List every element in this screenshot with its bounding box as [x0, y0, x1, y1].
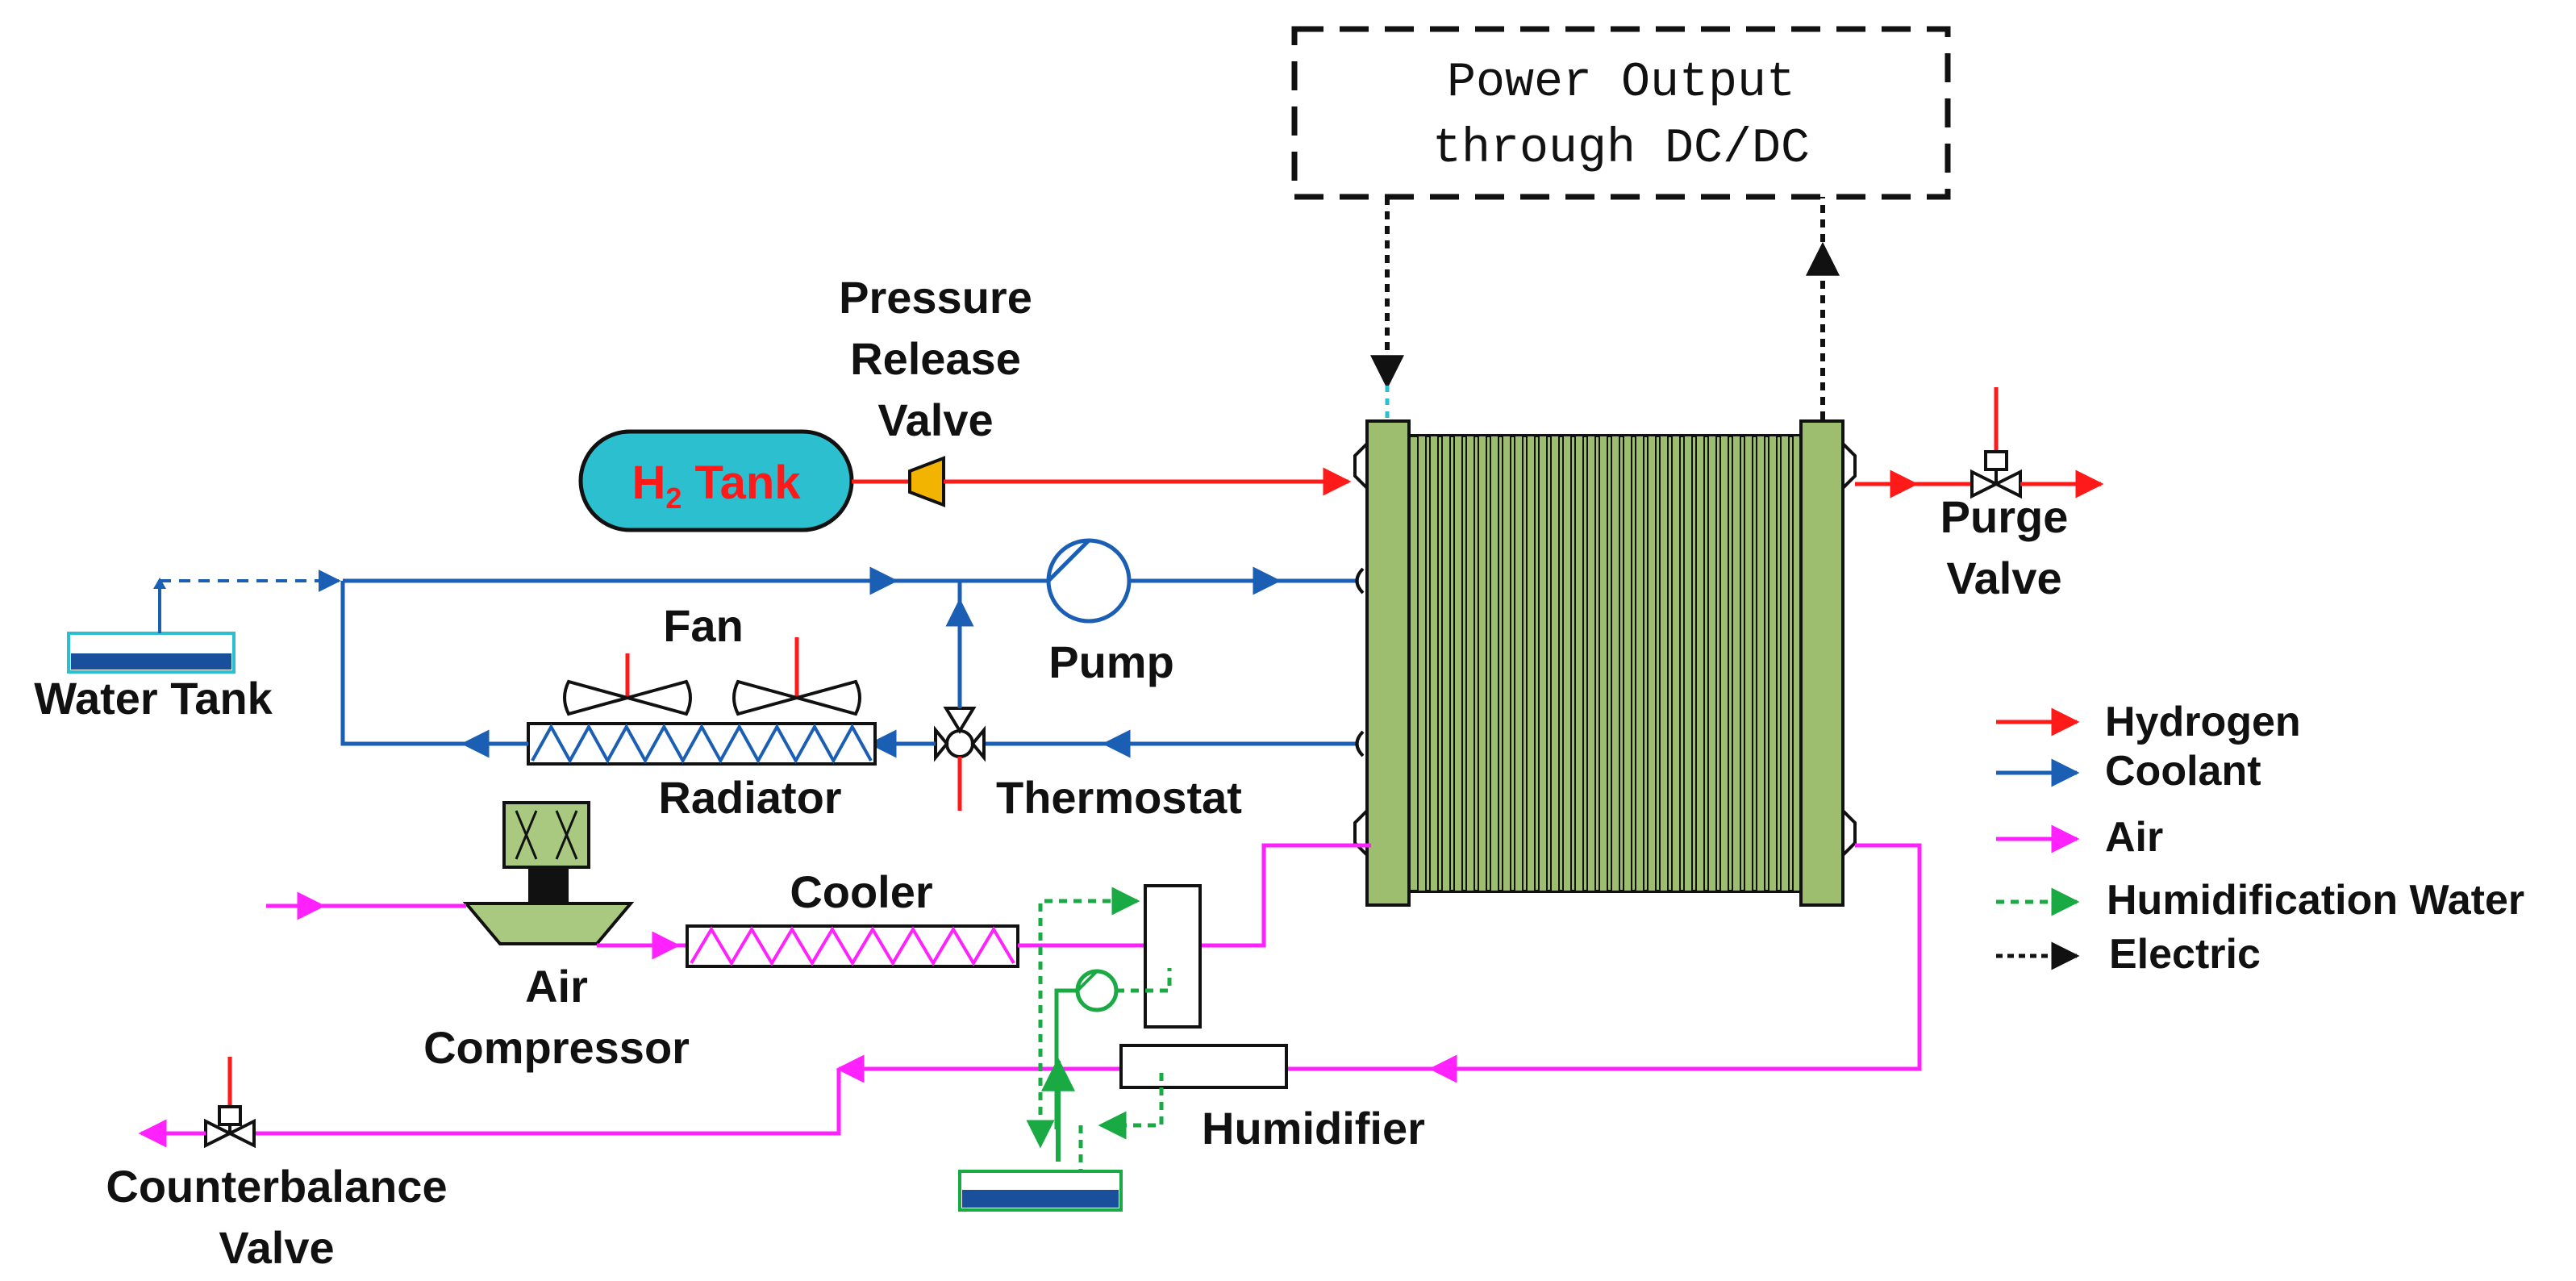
humidifier-column: [1144, 884, 1202, 1029]
water-line-pump-a: [1116, 968, 1172, 993]
humidifier-label: Humidifier: [1202, 1103, 1425, 1154]
fuel-cell-stack: [1353, 419, 1857, 907]
radiator-icon: [527, 722, 877, 766]
pressure-release-valve-label-1: Pressure: [839, 272, 1032, 323]
radiator-label: Radiator: [658, 772, 841, 823]
h2-tank-suffix: Tank: [682, 457, 801, 509]
water-reservoir-icon: [958, 1170, 1123, 1212]
h2-tank: H2 Tank: [578, 429, 854, 532]
pressure-release-valve-icon: [908, 456, 945, 507]
legend: Hydrogen Coolant Air Humidification Wate…: [1996, 699, 2524, 978]
coolant-left-loop: [340, 581, 464, 746]
power-output-box: [1291, 26, 1951, 200]
legend-item-coolant: Coolant: [1996, 748, 2261, 795]
fan-icon-right: [732, 637, 861, 716]
pressure-release-valve-label-2: Release: [850, 333, 1021, 384]
counterbalance-valve-label-2: Valve: [219, 1222, 334, 1273]
legend-label-humidification-water: Humidification Water: [2107, 877, 2524, 924]
water-pump-icon: [1075, 969, 1119, 1012]
legend-item-electric: Electric: [1996, 931, 2261, 978]
cooler-icon: [686, 924, 1019, 968]
air-compressor-label-2: Compressor: [423, 1022, 690, 1073]
svg-text:H2 Tank: H2 Tank: [631, 457, 801, 515]
thermostat-icon: [934, 707, 986, 811]
legend-label-hydrogen: Hydrogen: [2105, 699, 2301, 745]
pressure-release-valve-label-3: Valve: [877, 394, 993, 445]
legend-label-electric: Electric: [2109, 931, 2261, 978]
air-exit-down: [250, 1069, 841, 1136]
cooler-label: Cooler: [790, 866, 932, 917]
purge-valve-icon: [1970, 387, 2022, 499]
air-stack-exit: [1428, 843, 1922, 1083]
counterbalance-valve-icon: [204, 1057, 256, 1149]
counterbalance-valve-label-1: Counterbalance: [106, 1161, 447, 1212]
water-tank-label: Water Tank: [34, 673, 273, 724]
legend-item-humidification-water: Humidification Water: [1996, 877, 2524, 924]
purge-valve-label-1: Purge: [1940, 491, 2069, 542]
humidifier-unit: [1119, 1044, 1288, 1089]
purge-valve-label-2: Valve: [1946, 553, 2061, 603]
thermostat-label: Thermostat: [996, 772, 1242, 823]
water-tank-icon: [67, 578, 236, 674]
fan-icon-left: [563, 653, 692, 716]
water-humidifier-return: [1098, 1073, 1164, 1140]
legend-item-air: Air: [1996, 814, 2163, 861]
h2-tank-prefix: H: [631, 457, 665, 509]
air-cooler-to-stack: [1018, 843, 1371, 948]
h2-tank-subscript: 2: [665, 482, 682, 515]
pump-label: Pump: [1048, 636, 1174, 687]
power-output-line2: through DC/DC: [1432, 122, 1810, 177]
legend-label-coolant: Coolant: [2105, 748, 2261, 795]
air-compressor-label-1: Air: [525, 961, 588, 1012]
legend-item-hydrogen: Hydrogen: [1996, 699, 2301, 745]
air-compressor-icon: [462, 801, 635, 945]
legend-label-air: Air: [2105, 814, 2163, 861]
pump-icon: [1046, 538, 1132, 624]
fan-label: Fan: [663, 600, 744, 651]
power-output-line1: Power Output: [1447, 56, 1795, 111]
